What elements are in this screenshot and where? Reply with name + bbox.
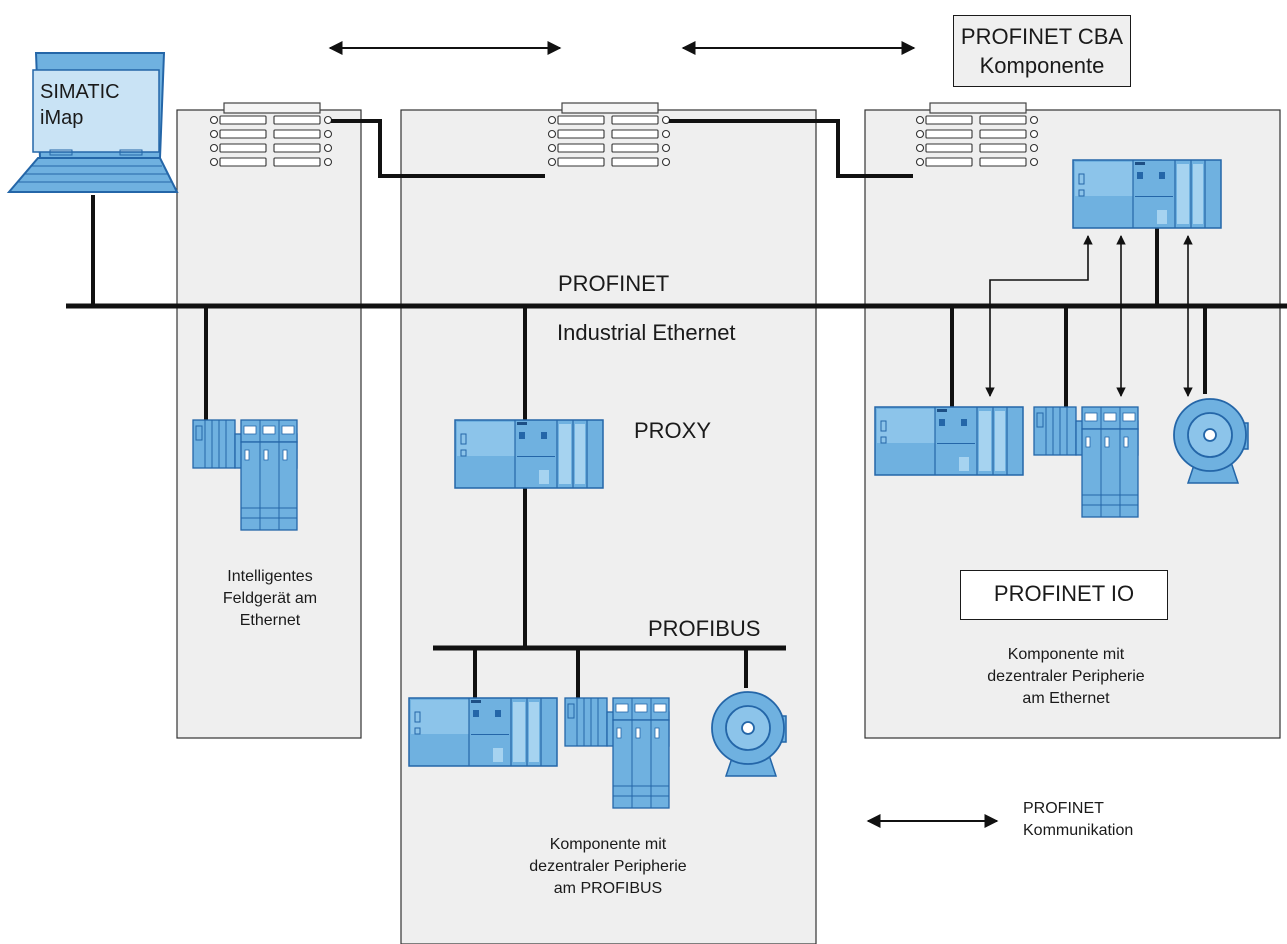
legend-line-1: PROFINET	[1023, 800, 1104, 817]
component-ethernet-label: Komponente mit dezentraler Peripherie am…	[968, 644, 1164, 710]
double-arrow-icon	[328, 41, 999, 828]
profinet-cba-box: PROFINET CBA Komponente	[953, 15, 1131, 87]
industrial-ethernet-label: Industrial Ethernet	[557, 320, 736, 345]
imap-label: iMap	[40, 107, 84, 129]
component-profibus-label: Komponente mit dezentraler Peripherie am…	[506, 834, 710, 900]
laptop-icon	[6, 52, 179, 193]
intelligent-device-line-2: Feldgerät am	[222, 590, 318, 607]
laptop-screen-label: SIMATIC iMap	[40, 79, 120, 131]
profinet-cba-title: PROFINET CBA	[960, 24, 1124, 49]
component-profibus-line-3: am PROFIBUS	[553, 880, 663, 897]
intelligent-device-line-3: Ethernet	[239, 612, 301, 629]
double-arrow-icon	[985, 235, 1193, 397]
plc-icon	[1072, 159, 1222, 229]
component-profibus-line-1: Komponente mit	[549, 836, 667, 853]
proxy-label: PROXY	[634, 418, 712, 443]
profinet-cba-subtitle: Komponente	[979, 53, 1105, 78]
simatic-label: SIMATIC	[40, 81, 120, 103]
legend-label: PROFINET Kommunikation	[1023, 798, 1133, 842]
plc-icon	[874, 406, 1024, 476]
component-ethernet-line-3: am Ethernet	[1022, 690, 1110, 707]
profinet-io-label: PROFINET IO	[993, 581, 1135, 606]
profinet-label: PROFINET	[558, 271, 670, 296]
profibus-label: PROFIBUS	[648, 616, 761, 641]
component-ethernet-line-2: dezentraler Peripherie	[987, 668, 1145, 685]
legend-line-2: Kommunikation	[1023, 822, 1134, 839]
profinet-io-box: PROFINET IO	[960, 570, 1168, 620]
component-profibus-line-2: dezentraler Peripherie	[529, 858, 687, 875]
plc-icon	[454, 419, 604, 489]
panel-proxy	[400, 109, 817, 944]
plc-icon	[408, 697, 558, 767]
intelligent-device-line-1: Intelligentes	[227, 568, 313, 585]
intelligent-device-label: Intelligentes Feldgerät am Ethernet	[195, 566, 345, 632]
component-ethernet-line-1: Komponente mit	[1007, 646, 1125, 663]
